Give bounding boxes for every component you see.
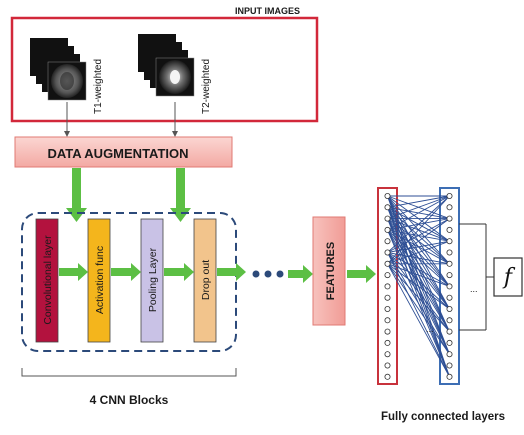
features-label: FEATURES [325,242,337,300]
neuron-node [384,249,391,256]
t1-label: T1-weighted [93,59,104,114]
neuron-node [446,317,453,324]
output-function-box: f [493,257,523,297]
fc-connection [387,195,450,253]
fully-connected-layers: ... [377,187,460,385]
neuron-node [446,260,453,267]
input-images-title: INPUT IMAGES [235,6,300,16]
neuron-node [384,305,391,312]
neuron-node [446,328,453,335]
fc-connection [387,252,450,332]
neuron-node [384,351,391,358]
neuron-node [384,238,391,245]
fc-connection [387,240,450,253]
layer-arrows [59,263,246,281]
cnn-block-border [21,212,237,352]
drop-out-label: Drop out [200,260,212,300]
fc-connection [387,252,450,287]
neuron-node [446,238,453,245]
convolutional-layer-bar [35,218,59,343]
cnn-bracket [21,368,237,377]
fc-connection [387,252,450,265]
fc-connection [387,263,450,378]
fc-hidden-neurons [446,192,453,380]
neuron-node [446,294,453,301]
fc-connection [387,263,450,332]
t2-image-stack [138,34,195,97]
neuron-node [446,362,453,369]
fc-connection [387,252,450,378]
input-images-panel: INPUT IMAGES T1-weighted T2-weighted [10,6,319,137]
neuron-node [446,339,453,346]
fc-connection [387,263,450,310]
neuron-node [446,373,453,380]
neuron-node [384,362,391,369]
neuron-node [384,192,391,199]
neuron-node [446,272,453,279]
neuron-node [384,260,391,267]
neuron-node [384,328,391,335]
neuron-node [384,272,391,279]
cnn-blocks-caption: 4 CNN Blocks [90,393,169,407]
t2-label: T2-weighted [201,59,212,114]
fc-ellipsis: ... [426,324,434,334]
fc-connection [387,218,450,253]
fc-connections [387,195,450,378]
fc-connection [387,195,450,208]
t1-image-stack [30,38,87,101]
fc-input-neurons [384,192,391,380]
neuron-node [446,283,453,290]
fc-connection [387,263,450,287]
data-augmentation-bar: DATA AUGMENTATION [14,136,233,168]
neuron-node [384,283,391,290]
neuron-node [384,215,391,222]
neuron-node [384,294,391,301]
fc-connection [387,252,450,355]
fc-connection [387,240,450,265]
fc-connection [387,263,450,355]
neuron-node [446,215,453,222]
neuron-node [446,204,453,211]
convolutional-layer-label: Convolutional layer [42,235,54,325]
drop-out-bar [193,218,217,343]
cnn-block: Convolutional layer Activation func Pool… [21,212,246,352]
neuron-node [446,226,453,233]
neuron-node [446,192,453,199]
fully-connected-caption: Fully connected layers [381,411,505,423]
pooling-layer-bar [140,218,164,343]
ellipsis-dots [252,270,284,278]
pooling-layer-label: Pooling Layer [147,247,159,312]
arrow-to-features [288,265,313,283]
activation-func-bar [87,218,111,343]
neuron-node [384,204,391,211]
output-bracket [459,223,494,331]
activation-func-label: Activation func [94,246,106,314]
data-augmentation-label: DATA AUGMENTATION [47,146,188,161]
fc-connection [387,195,450,265]
fc-connection [387,195,450,220]
output-ellipsis: ... [470,284,478,294]
neuron-node [384,373,391,380]
arrow-to-fc [347,265,376,283]
neuron-node [384,317,391,324]
augmentation-arrows [66,168,191,222]
neuron-node [446,351,453,358]
neuron-node [446,305,453,312]
features-box: FEATURES [312,216,346,326]
fc-connection [387,252,450,310]
neuron-node [384,226,391,233]
neuron-node [384,339,391,346]
neuron-node [446,249,453,256]
fc-connection [387,195,450,231]
fc-connection [387,218,450,265]
